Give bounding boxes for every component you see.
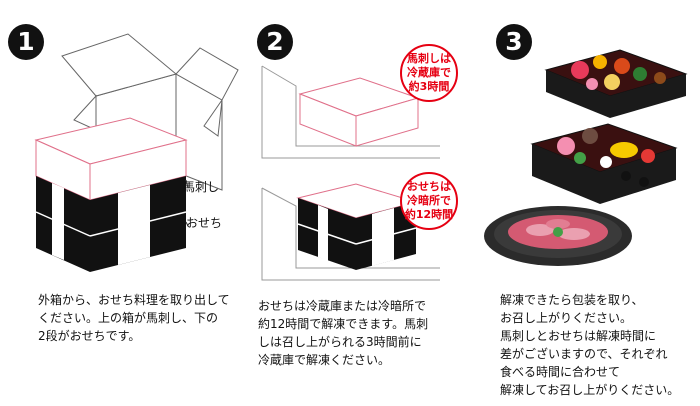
badge-line: 冷暗所で xyxy=(407,194,451,207)
badge-line: 馬刺しは xyxy=(407,52,451,65)
label-osechi: おせち xyxy=(186,216,223,230)
desc-line: 2段がおせちです。 xyxy=(38,329,141,343)
desc-line: 解凍してお召し上がりください。 xyxy=(500,383,680,397)
badge-osechi-cool: おせちは 冷暗所で 約12時間 xyxy=(400,172,458,230)
step-3-description: 解凍できたら包装を取り、 お召し上がりください。 馬刺しとおせちは解凍時間に 差… xyxy=(500,291,679,399)
step-number-2: 2 xyxy=(257,24,293,60)
badge-line: 約12時間 xyxy=(404,208,454,221)
desc-line: 馬刺しとおせちは解凍時間に xyxy=(500,329,657,343)
desc-line: 解凍できたら包装を取り、 xyxy=(500,293,644,307)
step-1-description: 外箱から、おせち料理を取り出して ください。上の箱が馬刺し、下の 2段がおせちで… xyxy=(38,291,230,345)
basashi-plate-illustration xyxy=(484,206,632,266)
step-number-1: 1 xyxy=(8,24,44,60)
badge-line: 冷蔵庫で xyxy=(407,66,451,79)
badge-line: おせちは xyxy=(407,180,451,193)
label-basashi: 馬刺し xyxy=(183,180,220,194)
desc-line: しは召し上がられる3時間前に xyxy=(258,335,422,349)
desc-line: おせちは冷蔵庫または冷暗所で xyxy=(258,299,427,313)
osechi-box-illustration xyxy=(296,183,418,270)
stacked-boxes-illustration xyxy=(34,117,189,272)
badge-line: 約3時間 xyxy=(408,80,450,93)
desc-line: 約12時間で解凍できます。馬刺 xyxy=(258,317,429,331)
jubako-illustration xyxy=(530,49,688,204)
desc-line: 差がございますので、それぞれ xyxy=(500,347,668,361)
step-number-3: 3 xyxy=(496,24,532,60)
fridge-illustration xyxy=(261,65,440,281)
desc-line: 食べる時間に合わせて xyxy=(500,365,621,379)
basashi-box-illustration xyxy=(298,77,420,147)
badge-basashi-fridge: 馬刺しは 冷蔵庫で 約3時間 xyxy=(400,44,458,102)
desc-line: 外箱から、おせち料理を取り出して xyxy=(38,293,230,307)
step-2-description: おせちは冷蔵庫または冷暗所で 約12時間で解凍できます。馬刺 しは召し上がられる… xyxy=(258,297,428,369)
desc-line: お召し上がりください。 xyxy=(500,311,633,325)
desc-line: ください。上の箱が馬刺し、下の xyxy=(38,311,219,325)
desc-line: 冷蔵庫で解凍ください。 xyxy=(258,353,391,367)
